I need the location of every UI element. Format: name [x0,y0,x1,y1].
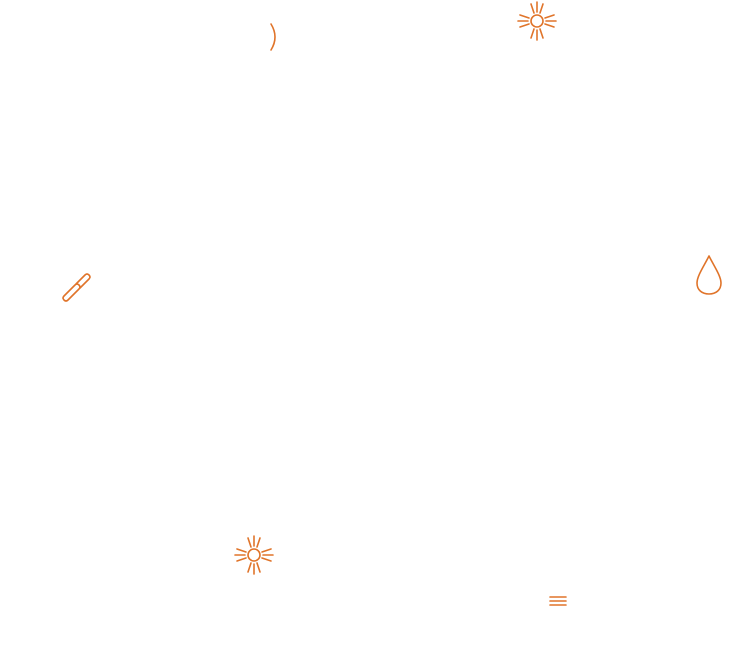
water-drop-icon [692,252,726,298]
sun-icon [233,534,275,576]
sun-icon [516,0,558,42]
fog-lines-icon [546,592,570,610]
crescent-arc-icon [262,20,284,54]
rain-strokes-icon [58,266,96,304]
